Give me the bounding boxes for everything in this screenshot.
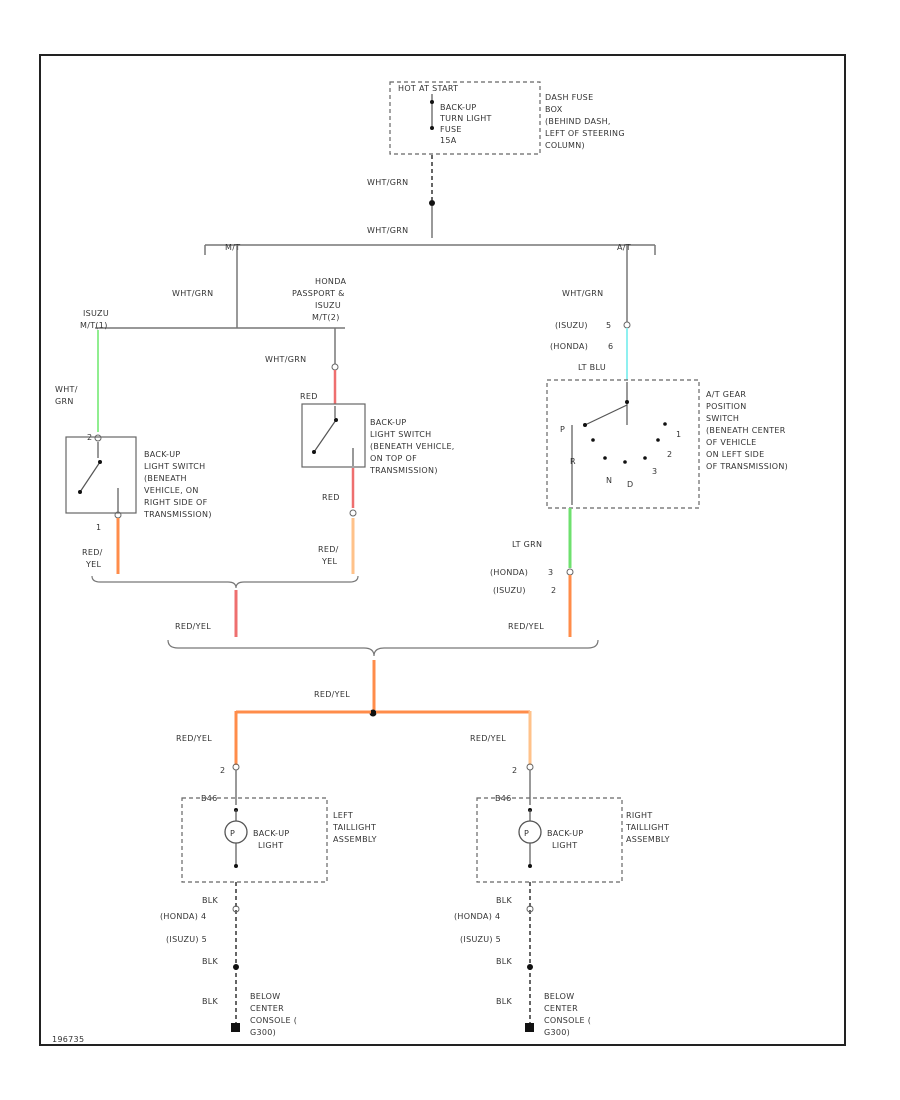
svg-text:RED/YEL: RED/YEL <box>470 734 506 743</box>
wire-label-mid: WHT/GRN <box>265 355 306 364</box>
backup-light-switch-left <box>65 436 137 514</box>
svg-text:RED/YEL: RED/YEL <box>314 690 350 699</box>
svg-text:(HONDA): (HONDA) <box>490 568 528 577</box>
svg-text:BLK: BLK <box>202 896 219 905</box>
cond-isuzu-mt1: ISUZU M/T(1) <box>80 309 112 330</box>
cond-isuzu-at: (ISUZU) <box>555 321 588 330</box>
splice-at-label: A/T <box>617 243 631 252</box>
svg-text:1: 1 <box>96 523 101 532</box>
fuse-box <box>389 81 541 155</box>
svg-text:RED/YEL: RED/YEL <box>508 622 544 631</box>
splice-mt-label: M/T <box>225 243 240 252</box>
svg-text:RED/YEL: RED/YEL <box>175 622 211 631</box>
at-switch-desc: A/T GEAR POSITION SWITCH (BENEATH CENTER… <box>706 390 788 471</box>
wire-label-mid-out: RED/ YEL <box>318 545 342 566</box>
svg-text:BLK: BLK <box>496 997 513 1006</box>
svg-text:2: 2 <box>551 586 556 595</box>
svg-text:B46: B46 <box>495 794 512 803</box>
svg-text:2: 2 <box>220 766 225 775</box>
figure-id: 196735 <box>52 1035 84 1044</box>
right-taillight-assembly <box>476 797 623 883</box>
svg-text:6: 6 <box>608 342 613 351</box>
left-backup-bulb-icon <box>224 820 248 844</box>
svg-text:(ISUZU) 5: (ISUZU) 5 <box>460 935 501 944</box>
svg-text:LT GRN: LT GRN <box>512 540 542 549</box>
svg-text:RED: RED <box>322 493 340 502</box>
right-ground-label: BELOW CENTER CONSOLE ( G300) <box>544 992 594 1037</box>
cond-honda-passport: HONDA PASSPORT & ISUZU M/T(2) <box>292 277 349 322</box>
left-lamp-label: BACK-UP LIGHT <box>253 829 292 850</box>
cond-honda-at: (HONDA) <box>550 342 588 351</box>
wire-label-feed-2: WHT/GRN <box>367 226 408 235</box>
svg-text:P: P <box>524 829 529 838</box>
at-gear-position-switch <box>546 379 700 509</box>
svg-text:BLK: BLK <box>202 957 219 966</box>
fuse-box-location: DASH FUSE BOX (BEHIND DASH, LEFT OF STEE… <box>545 93 628 150</box>
svg-text:BLK: BLK <box>202 997 219 1006</box>
svg-text:2: 2 <box>512 766 517 775</box>
svg-text:(HONDA) 4: (HONDA) 4 <box>454 912 500 921</box>
left-ground-icon <box>231 1023 240 1032</box>
svg-text:5: 5 <box>606 321 611 330</box>
svg-text:(HONDA) 4: (HONDA) 4 <box>160 912 206 921</box>
at-positions: P R N D 3 2 1 <box>560 425 681 489</box>
svg-text:P: P <box>230 829 235 838</box>
left-assembly-label: LEFT TAILLIGHT ASSEMBLY <box>332 811 379 844</box>
wire-label-left-switch: WHT/ GRN <box>55 385 81 406</box>
left-ground-label: BELOW CENTER CONSOLE ( G300) <box>250 992 300 1037</box>
backup-light-switch-mid <box>301 403 366 468</box>
right-ground-icon <box>525 1023 534 1032</box>
svg-text:RED: RED <box>300 392 318 401</box>
wire-label-left-branch: WHT/GRN <box>172 289 213 298</box>
switch-left-desc: BACK-UP LIGHT SWITCH (BENEATH VEHICLE, O… <box>143 450 212 519</box>
svg-text:3: 3 <box>548 568 553 577</box>
wire-label-right-branch: WHT/GRN <box>562 289 603 298</box>
wire-label-feed: WHT/GRN <box>367 178 408 187</box>
svg-text:(ISUZU): (ISUZU) <box>493 586 526 595</box>
svg-text:(ISUZU) 5: (ISUZU) 5 <box>166 935 207 944</box>
right-lamp-label: BACK-UP LIGHT <box>547 829 586 850</box>
svg-text:BLK: BLK <box>496 957 513 966</box>
svg-text:RED/YEL: RED/YEL <box>176 734 212 743</box>
right-assembly-label: RIGHT TAILLIGHT ASSEMBLY <box>625 811 672 844</box>
switch-mid-desc: BACK-UP LIGHT SWITCH (BENEATH VEHICLE, O… <box>369 418 458 475</box>
right-backup-bulb-icon <box>518 820 542 844</box>
fuse-label: BACK-UP TURN LIGHT FUSE 15A <box>439 103 495 145</box>
hot-at-start-label: HOT AT START <box>398 84 458 93</box>
left-taillight-assembly <box>181 797 328 883</box>
svg-text:LT BLU: LT BLU <box>578 363 606 372</box>
svg-text:BLK: BLK <box>496 896 513 905</box>
diagram-frame <box>39 54 846 1046</box>
wire-label-left-out: RED/ YEL <box>82 548 106 569</box>
svg-text:B46: B46 <box>201 794 218 803</box>
